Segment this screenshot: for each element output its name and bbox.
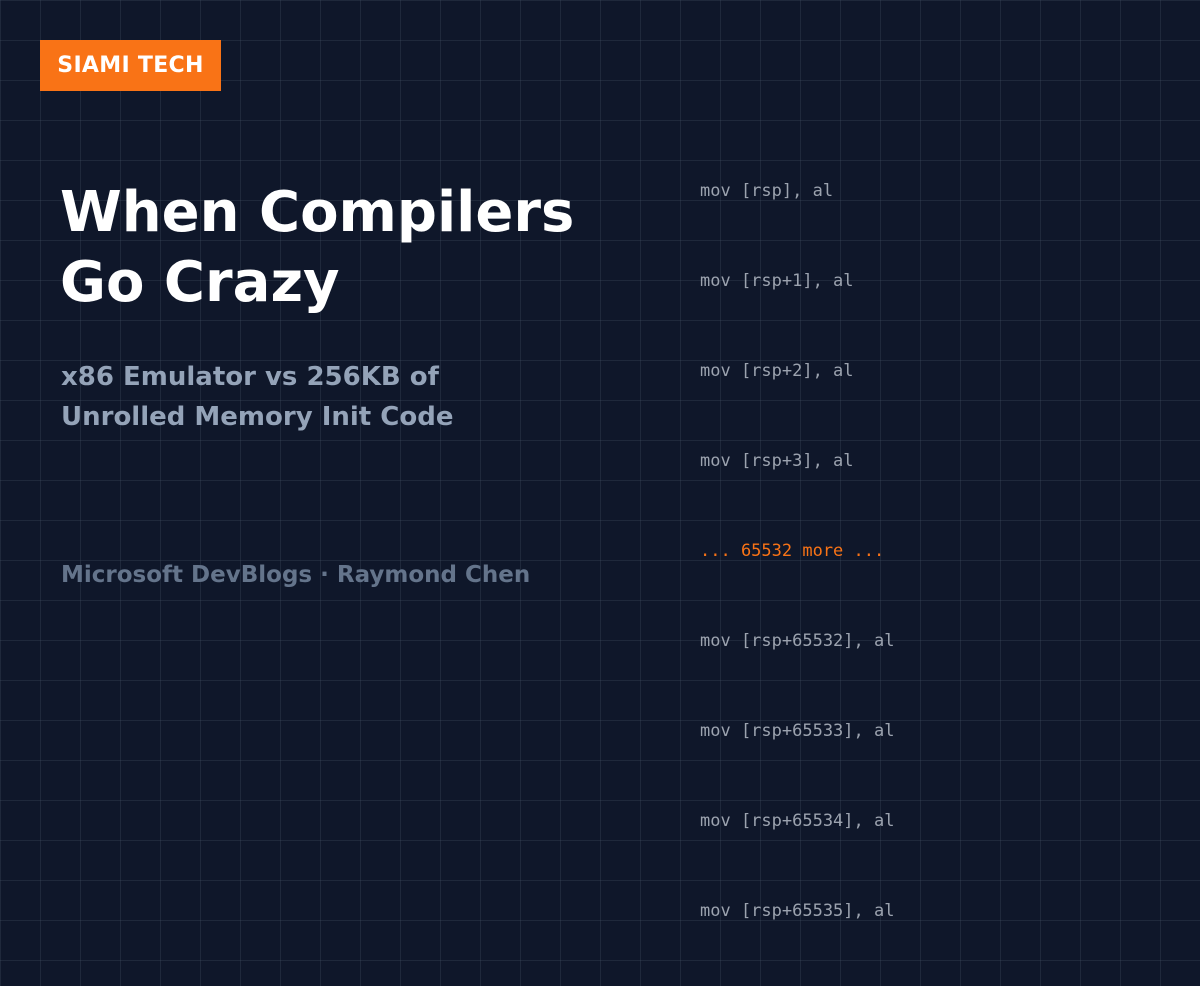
brand-badge: SIAMI TECH (40, 40, 221, 91)
code-line: mov [rsp+65535], al (700, 901, 895, 921)
article-title: When Compilers Go Crazy (60, 178, 574, 318)
article-title-line-1: When Compilers (60, 180, 575, 245)
article-subtitle-line-2: Unrolled Memory Init Code (61, 402, 454, 432)
article-subtitle: x86 Emulator vs 256KB of Unrolled Memory… (61, 357, 453, 437)
article-card: SIAMI TECH When Compilers Go Crazy x86 E… (40, 40, 894, 921)
article-byline: Microsoft DevBlogs · Raymond Chen (61, 562, 531, 588)
code-elision-line: ... 65532 more ... (700, 541, 885, 561)
article-subtitle-line-1: x86 Emulator vs 256KB of (61, 362, 439, 392)
code-line: mov [rsp+65532], al (700, 631, 895, 651)
code-line: mov [rsp+65534], al (700, 811, 895, 831)
code-line: mov [rsp+3], al (700, 451, 854, 471)
code-line: mov [rsp+2], al (700, 361, 854, 381)
article-title-line-2: Go Crazy (60, 250, 340, 315)
assembly-code-listing: mov [rsp], al mov [rsp+1], al mov [rsp+2… (700, 116, 894, 986)
code-line: mov [rsp], al (700, 181, 834, 201)
code-line: mov [rsp+65533], al (700, 721, 895, 741)
code-line: mov [rsp+1], al (700, 271, 854, 291)
